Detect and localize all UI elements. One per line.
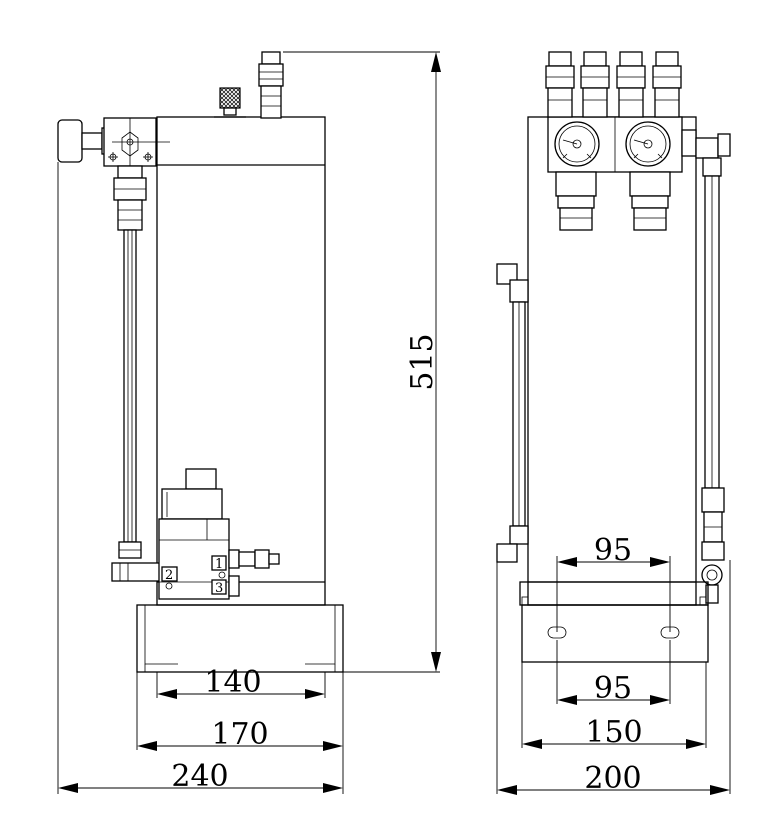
dimension-150: 150 (521, 662, 707, 750)
side-body (527, 116, 697, 606)
side-base-bracket (519, 581, 709, 663)
dim-240-label: 240 (171, 759, 228, 794)
front-view: 2 1 3 (57, 51, 344, 673)
dimension-height: 515 (283, 51, 441, 673)
dim-95-bottom-label: 95 (594, 671, 632, 706)
valve-port-1: 1 (215, 557, 223, 572)
dimension-95-bottom: 95 (556, 640, 671, 706)
dimension-170: 170 (136, 672, 344, 752)
front-knurled-knob (214, 87, 246, 118)
side-regulators (555, 171, 671, 231)
valve-port-2: 2 (165, 568, 173, 583)
side-gauge-right (625, 121, 671, 167)
front-solenoid-valve: 2 1 3 (158, 468, 280, 600)
side-left-tube (496, 263, 529, 563)
front-sight-tube (111, 229, 165, 582)
dimension-140: 140 (156, 665, 326, 700)
dim-95-top-label: 95 (594, 533, 632, 568)
side-view (496, 51, 731, 663)
front-gauge-assembly (57, 117, 170, 231)
dimension-200: 200 (496, 560, 731, 796)
side-right-tube (681, 129, 731, 604)
front-top-fitting (258, 51, 284, 119)
front-base-bracket (136, 604, 344, 673)
side-gauge-left (554, 121, 600, 167)
side-top-fittings (545, 51, 682, 118)
dimension-240: 240 (57, 162, 344, 794)
dim-140-label: 140 (204, 665, 261, 700)
dimension-95-top: 95 (556, 533, 671, 632)
dim-170-label: 170 (211, 717, 268, 752)
dim-150-label: 150 (585, 715, 642, 750)
dim-200-label: 200 (584, 761, 641, 796)
valve-port-3: 3 (215, 581, 223, 596)
height-dimension-label: 515 (405, 333, 440, 390)
